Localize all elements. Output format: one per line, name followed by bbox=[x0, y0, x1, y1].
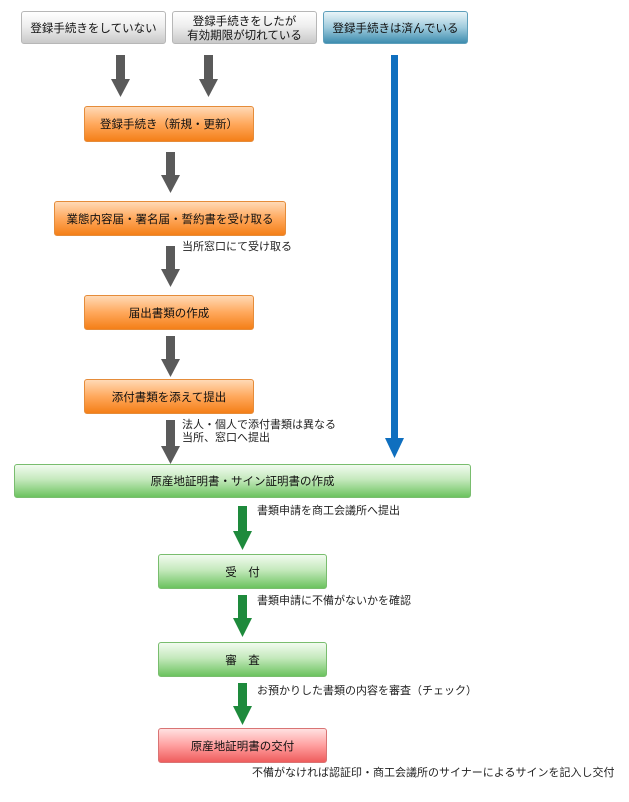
arrow-create-certificate-to-reception bbox=[233, 506, 252, 550]
arrow-create-documents-to-attach-documents bbox=[161, 336, 180, 377]
box-expired: 登録手続きをしたが 有効期限が切れている bbox=[172, 11, 317, 44]
step-attach-documents-label: 添付書類を添えて提出 bbox=[111, 389, 227, 404]
arrow-reception-to-review bbox=[233, 595, 252, 637]
step-create-certificate: 原産地証明書・サイン証明書の作成 bbox=[14, 464, 471, 498]
green-arrows bbox=[233, 506, 252, 725]
step-receive-forms: 業態内容届・署名届・誓約書を受け取る bbox=[54, 201, 286, 236]
step-issuance-label: 原産地証明書の交付 bbox=[190, 738, 295, 753]
arrow-receive-forms-to-create-documents bbox=[161, 246, 180, 287]
box-completed-label: 登録手続きは済んでいる bbox=[332, 20, 459, 35]
step-review: 審 査 bbox=[158, 642, 327, 677]
arrow-review-to-issuance bbox=[233, 683, 252, 725]
arrow-expired-to-registration bbox=[199, 55, 218, 97]
box-completed: 登録手続きは済んでいる bbox=[323, 11, 468, 44]
note-check-defects: 書類申請に不備がないかを確認 bbox=[257, 594, 411, 607]
note-submit-application: 書類申請を商工会議所へ提出 bbox=[257, 504, 400, 517]
note-attach-line2: 当所、窓口へ提出 bbox=[182, 431, 270, 444]
step-reception: 受 付 bbox=[158, 554, 327, 589]
box-expired-label-line1: 登録手続きをしたが bbox=[192, 13, 297, 28]
step-registration-label: 登録手続き（新規・更新） bbox=[100, 117, 238, 131]
step-reception-label: 受 付 bbox=[225, 564, 260, 579]
step-create-documents: 届出書類の作成 bbox=[84, 295, 254, 330]
step-issuance: 原産地証明書の交付 bbox=[158, 728, 327, 763]
arrow-not-registered-to-registration bbox=[111, 55, 130, 97]
step-create-documents-label: 届出書類の作成 bbox=[128, 305, 210, 320]
step-receive-forms-label: 業態内容届・署名届・誓約書を受け取る bbox=[66, 211, 274, 226]
box-expired-label-line2: 有効期限が切れている bbox=[187, 27, 302, 42]
note-attach-line1: 法人・個人で添付書類は異なる bbox=[182, 418, 336, 431]
step-review-label: 審 査 bbox=[225, 652, 260, 667]
blue-arrow-completed-to-create-certificate bbox=[385, 55, 404, 458]
arrow-registration-to-receive-forms bbox=[161, 152, 180, 193]
step-registration: 登録手続き（新規・更新） bbox=[84, 106, 254, 142]
note-issue-text: 不備がなければ認証印・商工会議所のサイナーによるサインを記入し交付 bbox=[252, 766, 615, 779]
step-attach-documents: 添付書類を添えて提出 bbox=[84, 379, 254, 414]
arrow-attach-documents-to-create-certificate bbox=[161, 420, 180, 464]
note-review-contents: お預かりした書類の内容を審査（チェック） bbox=[257, 684, 477, 697]
box-not-registered-label: 登録手続きをしていない bbox=[30, 20, 157, 35]
step-create-certificate-label: 原産地証明書・サイン証明書の作成 bbox=[150, 474, 335, 488]
note-counter-receive: 当所窓口にて受け取る bbox=[182, 240, 292, 253]
box-not-registered: 登録手続きをしていない bbox=[21, 11, 166, 44]
gray-arrows bbox=[111, 55, 218, 464]
